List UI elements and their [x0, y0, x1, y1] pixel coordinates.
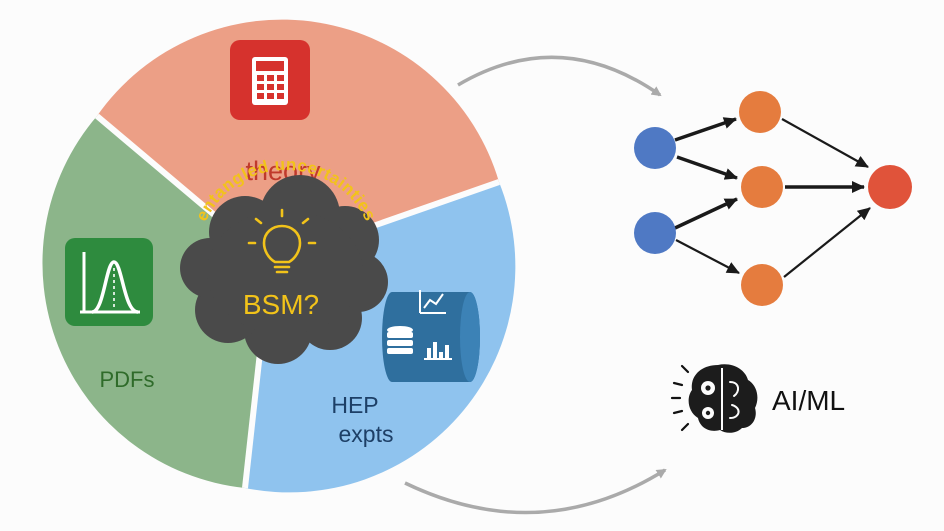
hidden-node	[741, 166, 783, 208]
connector-arrow-bottom	[404, 468, 667, 515]
connector-arrow-top	[457, 55, 662, 97]
brain-gears-icon	[670, 364, 758, 433]
ai-ml-label: AI/ML	[772, 385, 845, 416]
network-edge	[676, 155, 738, 180]
input-node	[634, 212, 676, 254]
network-edge	[674, 117, 737, 142]
network-edge	[674, 197, 738, 230]
lightbulb-icon	[247, 208, 317, 274]
network-edge	[781, 118, 869, 168]
hidden-node	[741, 264, 783, 306]
slice-pdfs	[42, 116, 271, 488]
pdfs-label: PDFs	[100, 367, 155, 392]
distribution-curve-icon	[65, 238, 153, 326]
output-node	[868, 165, 912, 209]
hep-label-line1: HEP	[331, 392, 378, 418]
network-edge	[675, 239, 740, 274]
network-edge	[783, 207, 871, 278]
hep-label-line2: expts	[339, 421, 394, 447]
hidden-node	[739, 91, 781, 133]
input-node	[634, 127, 676, 169]
slice-theory	[97, 19, 499, 262]
neural-network	[674, 117, 871, 278]
database-chart-icon	[382, 290, 480, 382]
bsm-question: BSM?	[243, 289, 319, 320]
pie-chart	[42, 19, 516, 493]
network-nodes	[634, 91, 912, 306]
calculator-icon	[230, 40, 310, 120]
